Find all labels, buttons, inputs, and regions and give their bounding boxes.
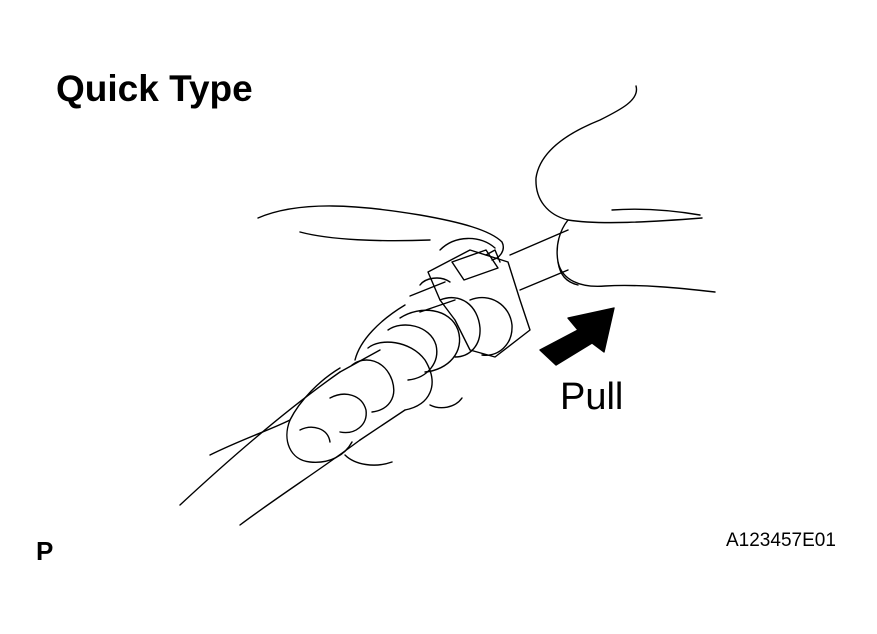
- right-hand: [535, 85, 716, 293]
- diagram-title: Quick Type: [56, 68, 253, 109]
- lower-hand: [209, 367, 463, 466]
- figure-code: A123457E01: [726, 530, 836, 551]
- left-hand: [257, 205, 504, 361]
- pull-direction-arrow-icon: [539, 307, 615, 366]
- pull-label: Pull: [560, 376, 624, 418]
- fuel-pipe: [509, 229, 569, 291]
- fuel-hose: [179, 341, 433, 526]
- corner-marker: P: [36, 536, 54, 566]
- quick-connector: [387, 249, 531, 381]
